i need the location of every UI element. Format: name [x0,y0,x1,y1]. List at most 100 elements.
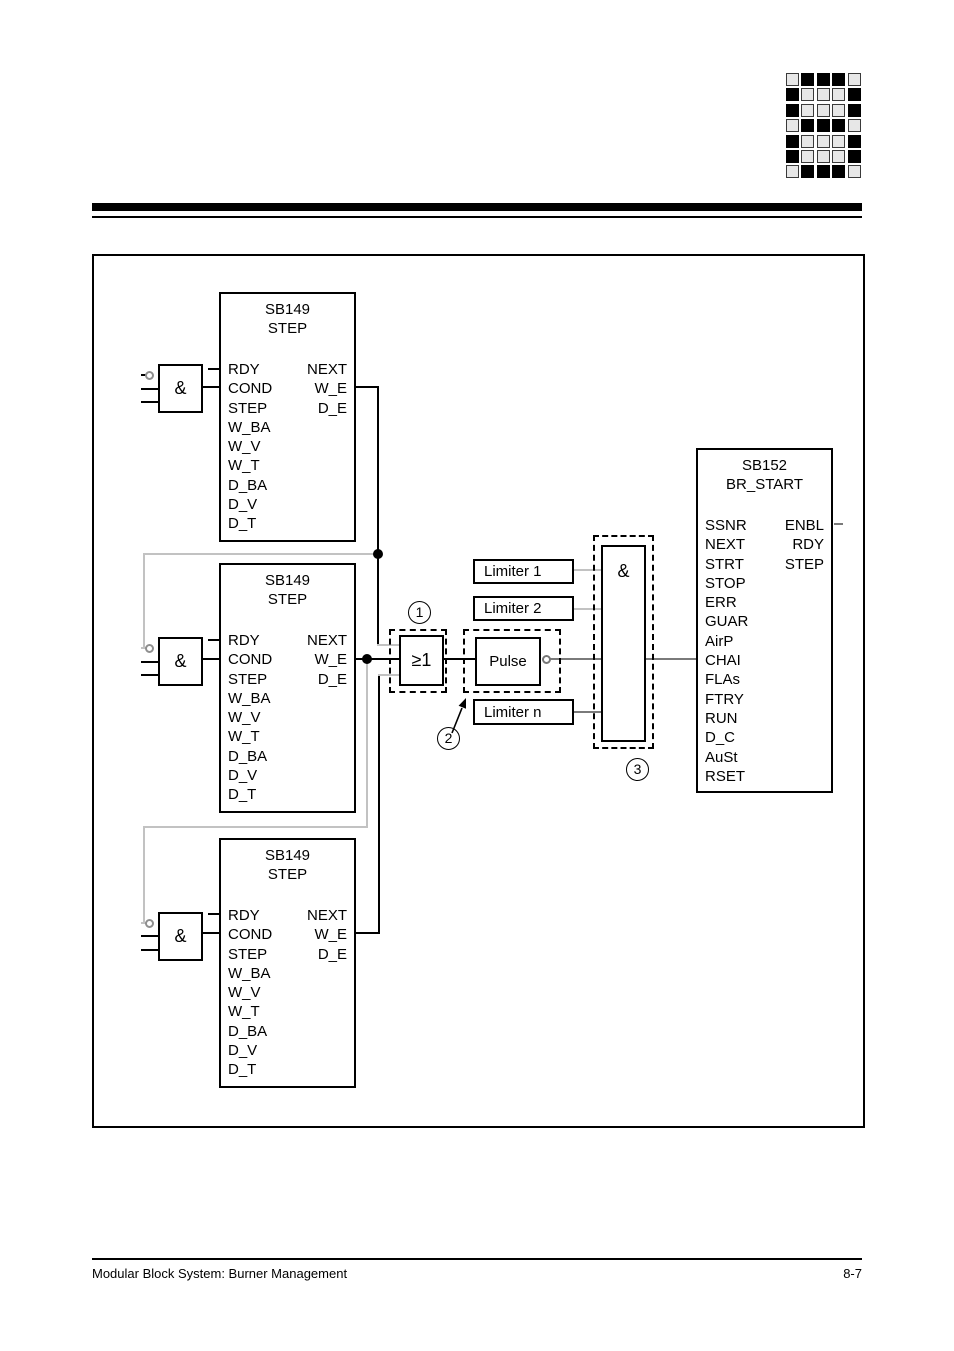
wire-gate3-in2-stub [141,935,158,937]
invert-bubble-gate3 [145,919,154,928]
port-label: COND [228,926,273,944]
port-label: NEXT [306,907,347,924]
logo-cell [832,119,846,133]
br-start-title: SB152 BR_START [698,456,831,495]
and-gate-1: & [158,364,203,413]
logo-cell [816,103,830,117]
step-block-2-title: SB149 STEP [221,571,354,610]
invert-bubble-gate1 [145,371,154,380]
port-label: NEXT [705,536,746,554]
wire-step2-gate-stub [141,647,147,649]
wire-branch-to-step3-across [143,826,368,828]
logo-cell [801,73,815,86]
logo-cell [832,134,846,148]
logo-cell [832,149,846,163]
port-label: RDY [228,361,260,378]
port-label: RSET [705,767,746,785]
wire-branch-to-step2-gate [143,553,378,555]
wire-step3-we-out [356,932,380,934]
and-gate-1-label: & [174,378,187,398]
and-gate-2: & [158,637,203,686]
wire-step1-we-down [377,386,379,646]
invert-bubble-gate2 [145,644,154,653]
limiter-1-label: Limiter 1 [484,563,542,580]
port-label: STEP [228,670,268,688]
logo-cell [816,134,830,148]
dashed-group-3 [593,535,654,749]
wire-step3-we-up [378,674,380,934]
wire-gate3-in3-stub [141,949,158,951]
wire-step2-gate-feed-down [143,553,145,649]
port-label: D_V [228,1042,258,1060]
logo-cell [832,103,846,117]
logo-cell [801,88,815,102]
wire-limiter2-out [574,608,602,610]
block-id: SB152 [741,457,788,474]
or-gate: ≥1 [399,635,444,686]
port-label: RDY [228,632,260,649]
callout-2: 2 [437,727,460,750]
wire-gate3-out [202,932,219,934]
logo-cell [786,119,799,133]
port-label: W_BA [228,418,271,436]
logo-cell [832,165,846,179]
port-label: W_T [228,457,260,475]
logo-cell [786,103,799,117]
logo-cell [801,165,815,179]
port-label: W_E [314,651,347,669]
logo-cell [816,119,830,133]
logo-cell [847,165,861,179]
wire-branch-to-step3-down [366,658,368,828]
wire-limitern-out [574,711,602,713]
port-label: W_V [228,438,261,456]
pixel-logo-8 [786,73,861,179]
wire-gate1-in3-stub [141,401,158,403]
wire-step1-rdy-stub [208,368,219,370]
logo-cell [847,134,861,148]
logo-cell [816,149,830,163]
port-label: D_E [317,399,347,417]
wire-gate2-in3-stub [141,674,158,676]
port-label: RDY [228,907,260,924]
logo-cell [801,149,815,163]
wire-gate2-out [202,658,219,660]
port-label: ENBL [784,517,824,534]
pulse-output-bubble [542,655,551,664]
junction-dot-2 [362,654,372,664]
port-label: W_T [228,1003,260,1021]
port-label: RUN [705,709,738,727]
wire-enbl-stub [834,523,843,525]
port-label: D_BA [228,476,268,494]
wire-or-to-pulse [444,658,475,660]
header-bar-thick [92,203,862,211]
port-label: NEXT [306,361,347,378]
port-label: RDY [792,536,824,554]
footer-rule [92,1258,862,1260]
logo-cell [847,119,861,133]
logo-cell [832,73,846,86]
logo-cell [847,103,861,117]
callout-1: 1 [408,601,431,624]
wire-gate1-in1-stub [141,374,146,376]
block-id: SB149 [264,572,311,589]
port-label: STOP [705,574,746,592]
limiter-2-box: Limiter 2 [473,596,574,621]
port-label: D_C [705,729,736,747]
port-label: NEXT [306,632,347,649]
port-label: D_V [228,767,258,785]
footer-page-number: 8-7 [843,1266,862,1281]
logo-cell [847,73,861,86]
block-type: STEP [267,591,308,609]
wire-gate1-in2-stub [141,388,158,390]
port-label: AirP [705,632,734,650]
callout-3-number: 3 [633,761,642,777]
block-type: STEP [267,866,308,884]
